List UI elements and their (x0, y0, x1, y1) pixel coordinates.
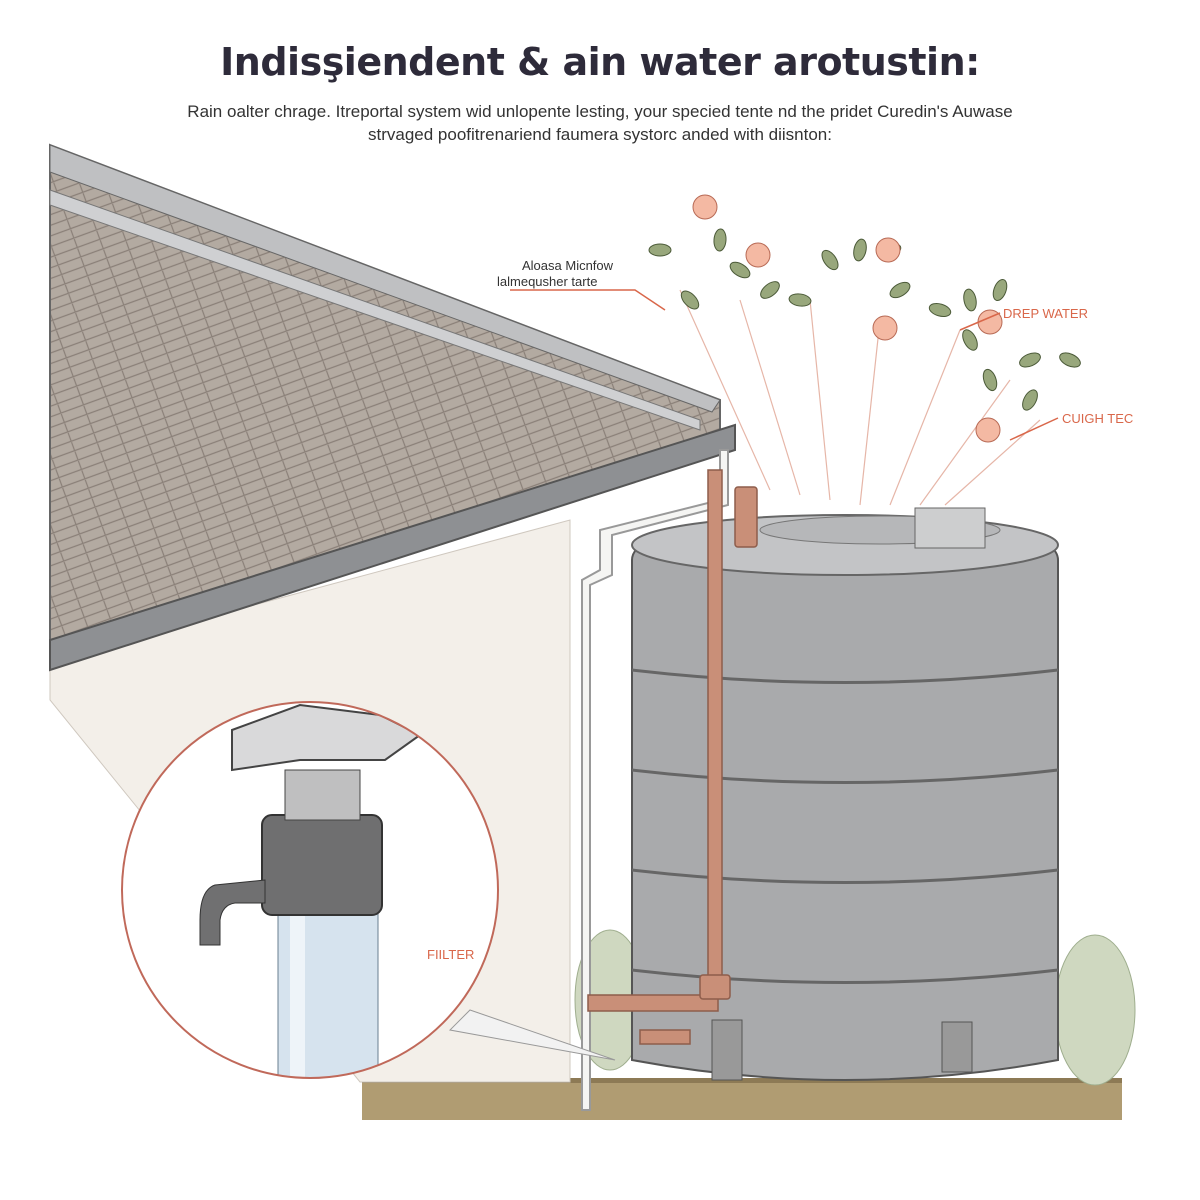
callout-top-line1: Aloasa Micnfow (522, 258, 614, 273)
leaf (853, 238, 867, 262)
gutter (49, 423, 736, 672)
leaf (1019, 352, 1041, 368)
callout-line-drep (959, 312, 1001, 331)
flowers (692, 194, 1003, 443)
leaf (889, 281, 911, 299)
leaf (788, 293, 812, 307)
tank-valve-right (941, 1021, 973, 1073)
downspout (581, 449, 729, 1111)
flower (875, 237, 901, 263)
flower (975, 417, 1001, 443)
diagram-title: Indisşiendent & ain water arotustin: (220, 40, 980, 84)
leaf (821, 249, 839, 271)
filter-cap (231, 703, 422, 772)
subtitle-line-1: Rain oalter chrage. Itreportal system wi… (187, 102, 1013, 121)
leaves (648, 228, 1081, 411)
filter-inset (121, 701, 616, 1079)
flower (872, 315, 898, 341)
roof (49, 143, 736, 672)
leaf (962, 329, 978, 351)
subtitle-line-2: strvaged poofitrenariend faumera systorc… (368, 125, 832, 144)
spray-lines (679, 289, 1041, 506)
callout-filter: FIILTER (427, 947, 475, 962)
filter-housing (261, 814, 383, 916)
leaf (648, 243, 672, 257)
tank-valve-left (711, 1019, 743, 1081)
leaf (982, 368, 998, 392)
leaf (1022, 389, 1038, 411)
water-tank (631, 507, 1059, 1081)
callout-top-line2: lalmequsher tarte (497, 274, 598, 289)
callout-line-cuigh (1009, 417, 1059, 441)
leaf (713, 228, 727, 252)
tank-inlet-box (914, 507, 986, 549)
spigot (199, 879, 266, 946)
leaf (1059, 352, 1081, 368)
callout-line-top (510, 289, 666, 311)
leaf (963, 288, 977, 312)
leaf (760, 281, 780, 299)
leaf (992, 278, 1008, 302)
callout-drep-water: DREP WATER (1003, 306, 1088, 321)
leaf (729, 261, 751, 279)
leaf (928, 302, 952, 318)
leaf (680, 290, 700, 310)
ground (362, 1078, 1122, 1120)
flower (745, 242, 771, 268)
copper-pipe (587, 469, 758, 1045)
callout-cuigh-tec: CUIGH TEC (1062, 411, 1134, 426)
flower (692, 194, 718, 220)
